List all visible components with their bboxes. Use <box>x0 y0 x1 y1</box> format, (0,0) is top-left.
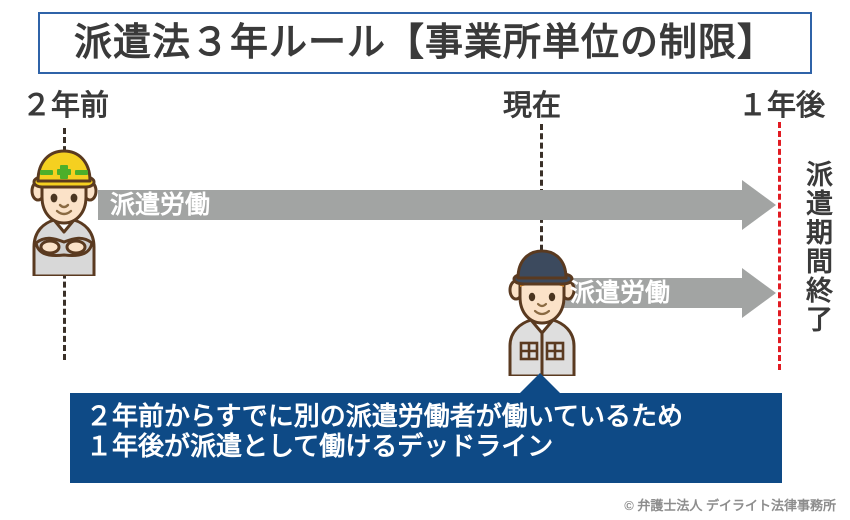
arrow-head-icon <box>742 268 776 318</box>
dispatch-period-end-caption: 派遣期間終了 <box>802 160 832 334</box>
jacket-pockets-icon <box>519 341 565 361</box>
arrow-label-1: 派遣労働 <box>110 190 211 219</box>
arrow-shaft <box>98 190 744 220</box>
timeline-label-past: ２年前 <box>22 90 110 122</box>
timeline-label-future: １年後 <box>738 90 826 122</box>
dispatch-arrow-existing-worker: 派遣労働 <box>98 180 778 230</box>
page-title: 派遣法３年ルール【事業所単位の制限】 <box>73 22 776 64</box>
callout-box: ２年前からすでに別の派遣労働者が働いているため １年後が派遣として働けるデッドラ… <box>70 393 782 483</box>
arrow-label-2: 派遣労働 <box>570 278 671 307</box>
worker-illustration-new <box>494 243 590 378</box>
worker-illustration-existing <box>16 143 112 278</box>
arrow-head-icon <box>742 180 776 230</box>
callout-line-2: １年後が派遣として働けるデッドライン <box>86 430 554 461</box>
dispatch-arrow-new-worker: 派遣労働 <box>548 268 778 318</box>
timeline-guide-future <box>778 122 781 370</box>
worker-hardhat-icon <box>30 149 98 278</box>
green-cross-emblem-icon <box>40 165 88 179</box>
arrow-shaft <box>548 278 744 308</box>
worker-cap-icon <box>508 249 576 378</box>
footer-credit: © 弁護士法人 デイライト法律事務所 <box>624 498 836 513</box>
timeline-label-now: 現在 <box>503 90 562 122</box>
title-box: 派遣法３年ルール【事業所単位の制限】 <box>38 12 812 74</box>
callout-pointer-triangle-icon <box>518 373 562 395</box>
callout-line-1: ２年前からすでに別の派遣労働者が働いているため <box>86 401 683 431</box>
